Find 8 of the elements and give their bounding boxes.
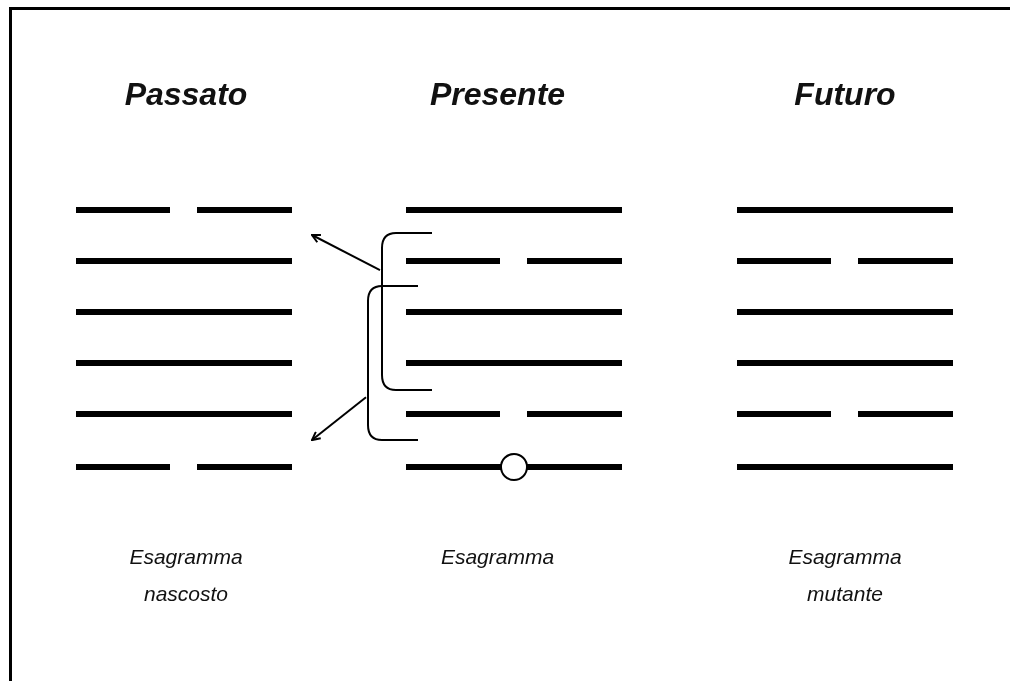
arrow (311, 396, 367, 441)
arrow (311, 234, 381, 272)
column-heading: Futuro (793, 75, 897, 114)
hexagram-caption: Esagramma mutante (787, 544, 903, 607)
column-heading: Passato (123, 75, 249, 114)
hexagram-caption: Esagramma (439, 544, 556, 570)
column-heading: Presente (428, 75, 567, 114)
hexagram-caption: Esagramma nascosto (128, 544, 244, 607)
